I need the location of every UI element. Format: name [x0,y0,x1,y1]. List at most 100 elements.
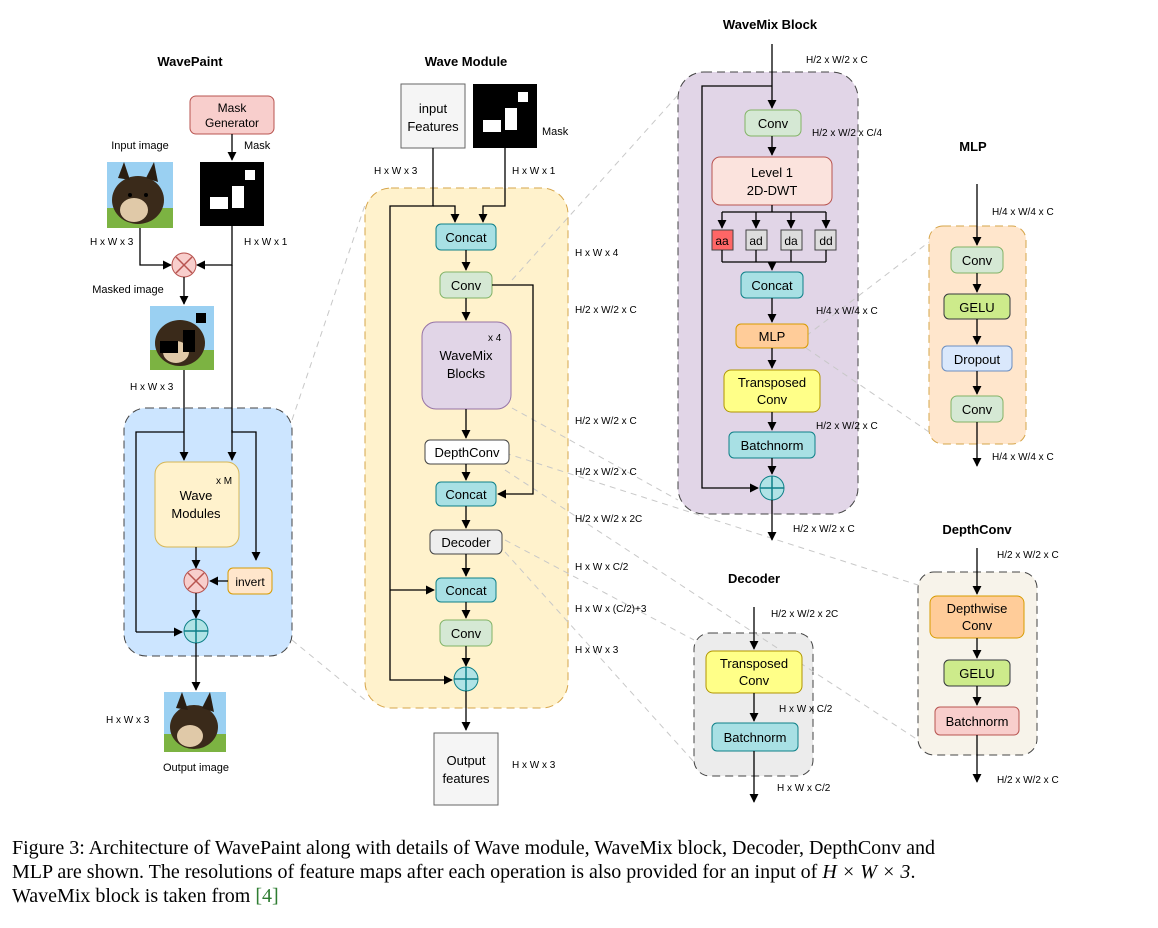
mask-label: Mask [244,140,271,152]
add-op-wave-module [453,666,479,692]
wm-conv1-dim: H/2 x W/2 x C [575,305,637,316]
depthconv-section: H/2 x W/2 x C Depthwise Conv GELU Batchn… [929,548,1059,786]
wmb-conv [744,109,802,137]
title-wavepaint: WavePaint [157,54,223,69]
depthconv-gelu-label: GELU [959,666,994,681]
wmb-conv-dim: H/2 x W/2 x C/4 [812,128,882,139]
title-wave-module: Wave Module [425,54,508,69]
wave-mask-label: Mask [542,126,569,138]
wave-modules-line1: Wave [180,488,213,503]
decoder-input-dim: H/2 x W/2 x 2C [771,609,838,620]
depthwise-conv-line1: Depthwise [947,601,1008,616]
wm-depthconv-label: DepthConv [434,445,500,460]
title-depthconv: DepthConv [942,522,1012,537]
caption-math: H × W × 3 [822,861,911,883]
input-features-line1: input [419,101,448,116]
wm-decoder-dim: H x W x C/2 [575,562,629,573]
decoder-transposed-line2: Conv [739,673,770,688]
wm-depthconv-dim: H/2 x W/2 x C [575,467,637,478]
wmb-concat-dim: H/4 x W/4 x C [816,306,878,317]
mlp-conv-1-label: Conv [962,253,993,268]
architecture-figure: WavePaint Wave Module WaveMix Block MLP … [90,17,1059,806]
depthconv-input-dim: H/2 x W/2 x C [997,550,1059,561]
subband-da-label: da [784,234,798,248]
wmb-conv-label: Conv [758,116,789,131]
invert-label: invert [235,575,265,589]
wmb-mlp-label: MLP [759,329,786,344]
decoder-transposed-line1: Transposed [720,656,788,671]
mask-image [200,162,264,226]
decoder-mid-dim: H x W x C/2 [779,704,833,715]
caption-citation-link[interactable]: [4] [255,885,279,907]
caption-line-3-text: WaveMix block is taken from [12,885,256,907]
wm-conv-2-label: Conv [451,626,482,641]
wm-concat-3-label: Concat [445,583,487,598]
input-image-label: Input image [111,140,168,152]
subband-dd-label: dd [819,234,832,248]
wave-modules-box [154,461,240,548]
title-wavemix-block: WaveMix Block [723,17,818,32]
mlp-gelu-label: GELU [959,300,994,315]
caption-line-1: Figure 3: Architecture of WavePaint alon… [12,837,936,859]
wm-wavemix-line2: Blocks [447,366,486,381]
depthconv-output-dim: H/2 x W/2 x C [997,775,1059,786]
wavemix-block-section: H/2 x W/2 x C Conv H/2 x W/2 x C/4 Level… [701,44,882,541]
input-features-line2: Features [407,119,459,134]
title-mlp: MLP [959,139,987,154]
wm-input-dim: H x W x 3 [374,166,418,177]
wm-concat3-dim: H x W x (C/2)+3 [575,604,647,615]
decoder-batchnorm [711,722,799,752]
output-features-line2: features [443,771,490,786]
wm-conv-1-label: Conv [451,278,482,293]
input-image [107,162,173,228]
wm-mask-dim: H x W x 1 [512,166,556,177]
add-op-wavemix [759,475,785,501]
output-image [164,692,226,752]
wm-wavemix-repeat: x 4 [488,333,502,344]
wave-modules-line2: Modules [171,506,221,521]
output-image-label: Output image [163,762,229,774]
wmb-batchnorm-dim: H/2 x W/2 x C [816,421,878,432]
multiply-op-2 [183,568,209,594]
wmb-transposed-line2: Conv [757,392,788,407]
subband-aa-label: aa [715,234,729,248]
wm-depthconv [424,439,510,465]
wm-decoder-label: Decoder [441,535,491,550]
output-features-line1: Output [446,753,485,768]
wmb-dwt-line1: Level 1 [751,165,793,180]
decoder-batchnorm-label: Batchnorm [724,730,787,745]
caption-line-2-text: MLP are shown. The resolutions of featur… [12,861,823,883]
wm-output-dim: H x W x 3 [512,760,556,771]
decoder-output-dim: H x W x C/2 [777,783,831,794]
caption-line-2: MLP are shown. The resolutions of featur… [12,860,1142,884]
wave-mask-image [473,84,537,148]
add-op-wavepaint [183,618,209,644]
wm-conv2-dim: H x W x 3 [575,645,619,656]
masked-image-label: Masked image [92,284,164,296]
wmb-output-dim: H/2 x W/2 x C [793,524,855,535]
mask-generator-line2: Generator [205,116,259,130]
wm-concat-1-label: Concat [445,230,487,245]
masked-dim: H x W x 3 [130,382,174,393]
wave-module-section: input Features Mask H x W x 3 H x W x 1 … [374,83,647,806]
figure-caption: Figure 3: Architecture of WavePaint alon… [12,836,1142,908]
multiply-op-1 [171,252,197,278]
wmb-input-dim: H/2 x W/2 x C [806,55,868,66]
wm-concat1-dim: H x W x 4 [575,248,619,259]
wm-wavemix-line1: WaveMix [440,348,493,363]
wmb-concat-label: Concat [751,278,793,293]
wave-modules-repeat: x M [216,476,232,487]
wmb-batchnorm-label: Batchnorm [741,438,804,453]
wm-concat2-dim: H/2 x W/2 x 2C [575,514,642,525]
wm-concat-2-label: Concat [445,487,487,502]
zoom-guides [291,94,930,763]
wm-wavemix-dim: H/2 x W/2 x C [575,416,637,427]
mlp-input-dim: H/4 x W/4 x C [992,207,1054,218]
title-decoder: Decoder [728,571,780,586]
output-features-box [433,732,499,806]
mlp-output-dim: H/4 x W/4 x C [992,452,1054,463]
decoder-section: H/2 x W/2 x 2C Transposed Conv H x W x C… [705,607,838,803]
wmb-dwt-line2: 2D-DWT [747,183,798,198]
mask-generator-line1: Mask [218,101,248,115]
caption-line-3: WaveMix block is taken from [4] [12,884,1142,908]
